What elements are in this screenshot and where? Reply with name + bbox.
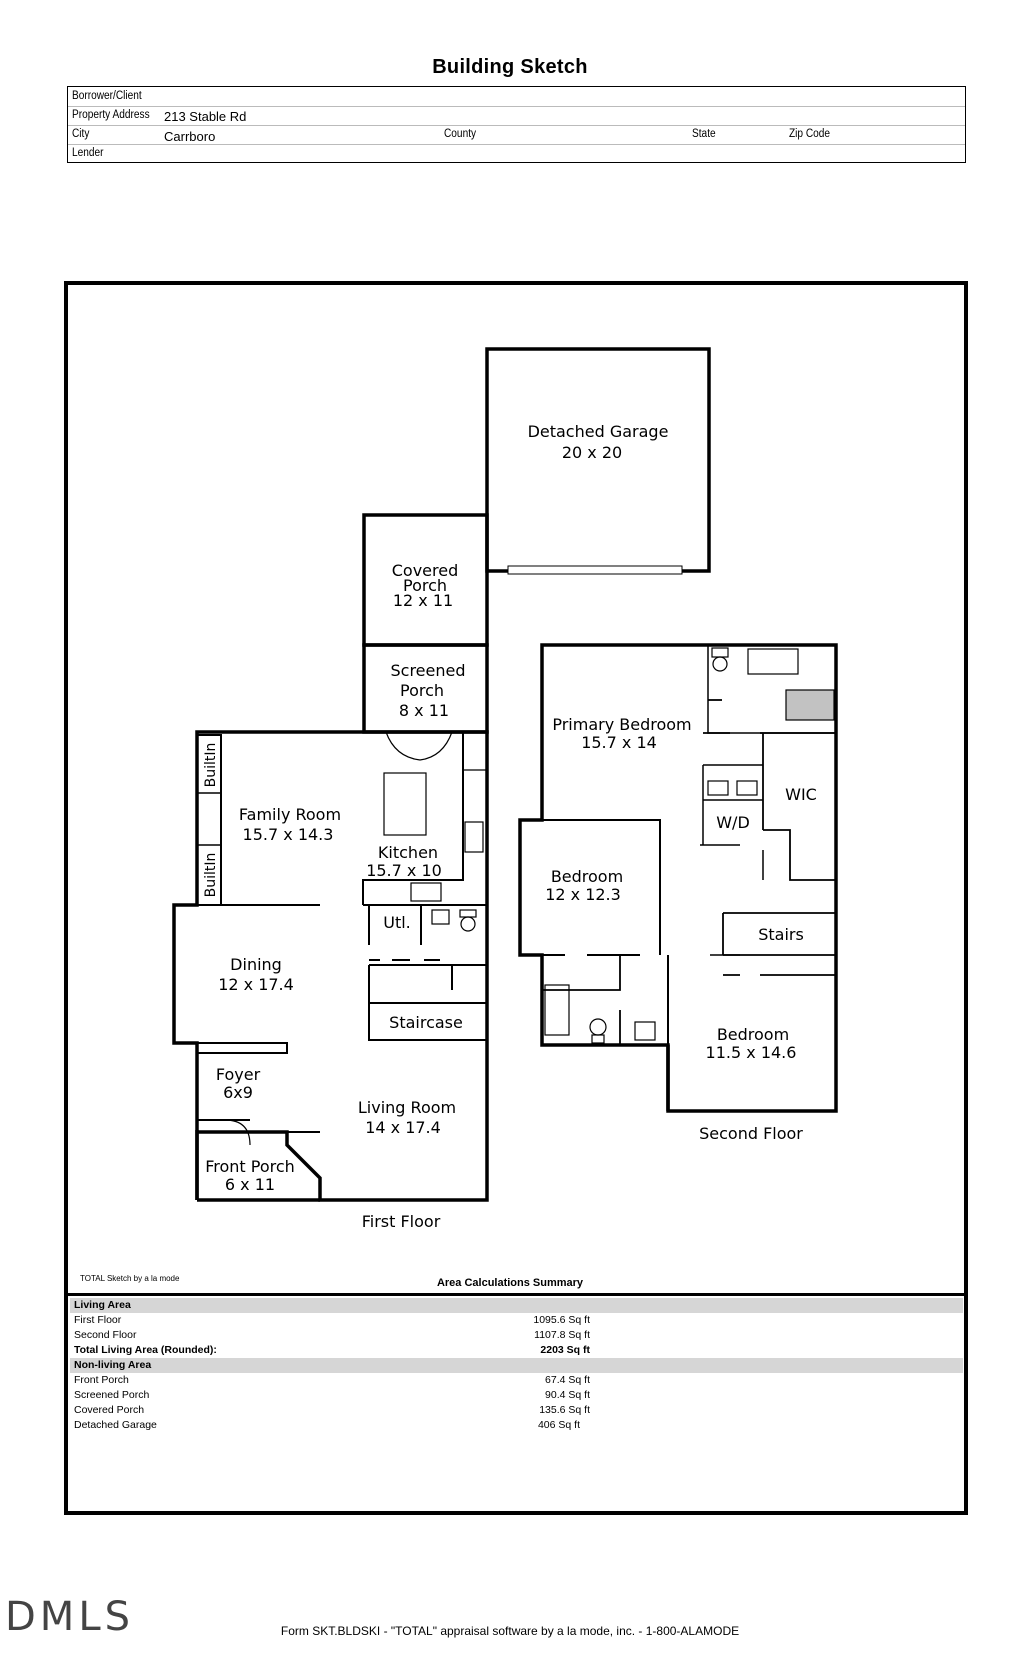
city-value: Carrboro (164, 129, 216, 144)
screened-porch-dim: 8 x 11 (399, 701, 449, 720)
address-row: Property Address 213 Stable Rd (68, 106, 965, 126)
primary-bedroom-dim: 15.7 x 14 (581, 733, 657, 752)
dining-label: Dining (230, 955, 282, 974)
borrower-label: Borrower/Client (72, 90, 142, 102)
address-value: 213 Stable Rd (164, 109, 247, 124)
form-footer: Form SKT.BLDSKI - "TOTAL" appraisal soft… (280, 1624, 740, 1638)
table-row: Front Porch 67.4 Sq ft (74, 1374, 590, 1386)
living-room-label: Living Room (358, 1098, 456, 1117)
living-room-dim: 14 x 17.4 (365, 1118, 441, 1137)
city-label: City (72, 128, 90, 140)
total-living-row: Total Living Area (Rounded): 2203 Sq ft (74, 1344, 590, 1356)
summary-divider (64, 1293, 968, 1296)
county-label: County (444, 128, 477, 140)
builtin-label-2: BuiltIn (203, 853, 219, 898)
front-porch-label: Front Porch (205, 1157, 295, 1176)
kitchen-label: Kitchen (378, 843, 438, 862)
living-area-header: Living Area (70, 1298, 963, 1313)
borrower-row: Borrower/Client (68, 87, 965, 107)
table-row: Detached Garage 406 Sq ft (74, 1419, 580, 1431)
foyer-label: Foyer (216, 1065, 261, 1084)
screened-porch-label-1: Screened (390, 661, 465, 680)
wd-label: W/D (716, 813, 750, 832)
foyer-dim: 6x9 (223, 1083, 253, 1102)
sketch-frame (64, 281, 968, 1515)
staircase-label: Staircase (389, 1013, 463, 1032)
dining-dim: 12 x 17.4 (218, 975, 294, 994)
page-title: Building Sketch (432, 56, 588, 78)
area-summary-table: Living Area First Floor 1095.6 Sq ft Sec… (70, 1298, 963, 1433)
covered-porch-dim: 12 x 11 (393, 591, 453, 610)
utility-label: Utl. (383, 913, 411, 932)
summary-title: Area Calculations Summary (436, 1277, 584, 1289)
bedroom-1-label: Bedroom (551, 867, 623, 886)
dmls-logo: DMLS (5, 1594, 134, 1640)
address-label: Property Address (72, 109, 150, 121)
covered-porch-label-1: Covered (392, 561, 459, 580)
table-row: Second Floor 1107.8 Sq ft (74, 1329, 590, 1341)
garage-dim: 20 x 20 (562, 443, 622, 462)
screened-porch-label-2: Porch (400, 681, 444, 700)
zip-label: Zip Code (789, 128, 831, 140)
bedroom-2-dim: 11.5 x 14.6 (706, 1043, 797, 1062)
table-row: First Floor 1095.6 Sq ft (74, 1314, 590, 1326)
bedroom-2-label: Bedroom (717, 1025, 789, 1044)
family-room-label: Family Room (239, 805, 341, 824)
family-room-dim: 15.7 x 14.3 (243, 825, 334, 844)
first-floor-caption: First Floor (362, 1212, 441, 1231)
second-floor-caption: Second Floor (699, 1124, 803, 1143)
lender-label: Lender (72, 147, 104, 159)
kitchen-island (383, 772, 427, 836)
table-row: Covered Porch 135.6 Sq ft (74, 1404, 590, 1416)
first-floor-outline (172, 730, 489, 1202)
state-label: State (692, 128, 716, 140)
garage-door (507, 565, 683, 575)
covered-porch-label-2: Porch (403, 576, 447, 595)
property-header-table: Borrower/Client Property Address 213 Sta… (67, 86, 966, 163)
stairs-label: Stairs (758, 925, 804, 944)
nonliving-area-header: Non-living Area (70, 1358, 963, 1373)
bedroom-1-dim: 12 x 12.3 (545, 885, 621, 904)
lender-row: Lender (68, 144, 965, 163)
table-row: Screened Porch 90.4 Sq ft (74, 1389, 590, 1401)
builtin-label-1: BuiltIn (203, 743, 219, 788)
front-porch-dim: 6 x 11 (225, 1175, 275, 1194)
primary-bedroom-label: Primary Bedroom (552, 715, 691, 734)
kitchen-dim: 15.7 x 10 (366, 861, 442, 880)
city-row: City Carrboro County State Zip Code (68, 125, 965, 145)
garage-label: Detached Garage (528, 422, 669, 441)
wic-label: WIC (785, 785, 817, 804)
sketch-credit: TOTAL Sketch by a la mode (80, 1274, 180, 1283)
